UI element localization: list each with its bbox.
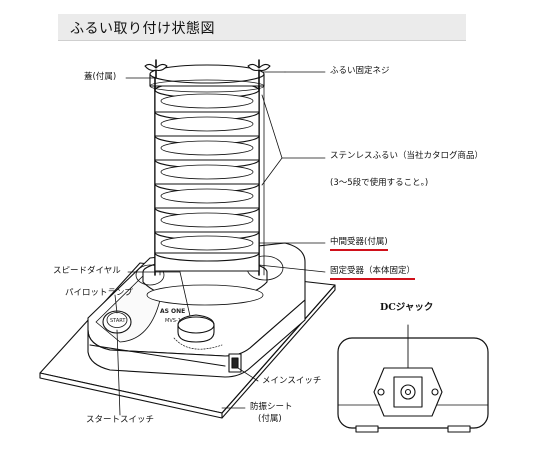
device-brand: AS ONE bbox=[160, 308, 186, 315]
dc-jack-inset bbox=[337, 324, 489, 433]
vibration-sheet-label: 防振シート bbox=[250, 402, 293, 412]
title-bar: ふるい取り付け状態図 bbox=[58, 14, 466, 41]
stainless-sieve-label: ステンレスふるい（当社カタログ商品） bbox=[330, 151, 484, 161]
sieve-note-label: (3～5段で使用すること。) bbox=[330, 178, 429, 188]
pilot-lamp-label: パイロットランプ bbox=[65, 288, 133, 298]
sieve-stack bbox=[149, 64, 265, 276]
start-label: START bbox=[110, 318, 126, 324]
lid-label: 蓋(付属) bbox=[84, 72, 117, 82]
pilot-lamp-ring bbox=[102, 310, 132, 334]
speed-dial-knob bbox=[173, 314, 223, 350]
vibration-sheet-note: (付属) bbox=[258, 414, 282, 424]
fixed-receiver-label: 固定受器（本体固定） bbox=[330, 266, 416, 280]
page-title: ふるい取り付け状態図 bbox=[70, 21, 215, 37]
main-switch-icon bbox=[228, 353, 242, 373]
dc-jack-label: DCジャック bbox=[380, 302, 434, 313]
main-switch-label: メインスイッチ bbox=[262, 376, 322, 386]
sieve-fixing-screw-left bbox=[144, 59, 168, 79]
start-switch-label: スタートスイッチ bbox=[86, 415, 155, 425]
sieve-fixing-screw-right bbox=[247, 59, 271, 79]
device-model: MVS-1 bbox=[165, 318, 181, 324]
middle-receiver-label: 中間受器(付属) bbox=[330, 237, 388, 251]
leader-lines bbox=[114, 71, 326, 416]
sieve-fixing-screw-label: ふるい固定ネジ bbox=[330, 66, 390, 76]
speed-dial-label: スピードダイヤル bbox=[53, 266, 121, 276]
